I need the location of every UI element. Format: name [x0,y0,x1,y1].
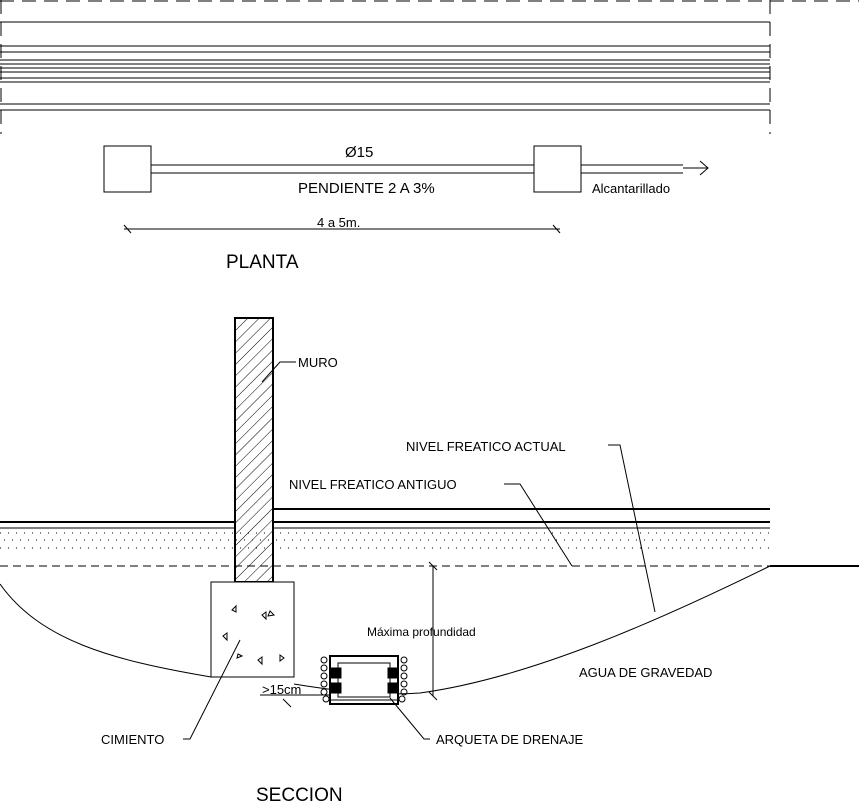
drain-box-label: ARQUETA DE DRENAJE [436,732,583,747]
drain-box-leader [389,697,430,740]
plan-view [103,145,709,234]
soil-stipple [0,532,770,549]
spacing-label: 4 a 5m. [317,215,360,230]
drain-gravel [320,656,408,703]
outlet-label: Alcantarillado [592,181,670,196]
wall-label: MURO [298,355,338,370]
section-view [0,317,859,740]
wall [234,317,274,583]
gravity-water-label: AGUA DE GRAVEDAD [579,665,712,680]
slope-label: PENDIENTE 2 A 3% [298,180,435,197]
clearance-label: >15cm [262,682,301,697]
plan-title: PLANTA [226,252,299,273]
wall-leader [261,361,296,383]
current-water-table-label: NIVEL FREATICO ACTUAL [406,439,566,454]
drain-box [320,655,408,705]
plan-manhole-right [533,145,582,193]
current-table-leader [608,444,656,613]
max-depth-label: Máxima profundidad [367,625,476,639]
footing [210,581,295,678]
plan-manhole-left [103,145,152,193]
plan-top-strip [0,0,859,134]
old-water-table-label: NIVEL FREATICO ANTIGUO [289,477,457,492]
footing-leader [183,639,241,740]
section-title: SECCION [256,785,343,806]
old-table-leader [504,483,573,567]
footing-label: CIMIENTO [101,732,164,747]
footing-aggregate [222,604,285,666]
pipe-diameter-label: Ø15 [345,144,373,161]
